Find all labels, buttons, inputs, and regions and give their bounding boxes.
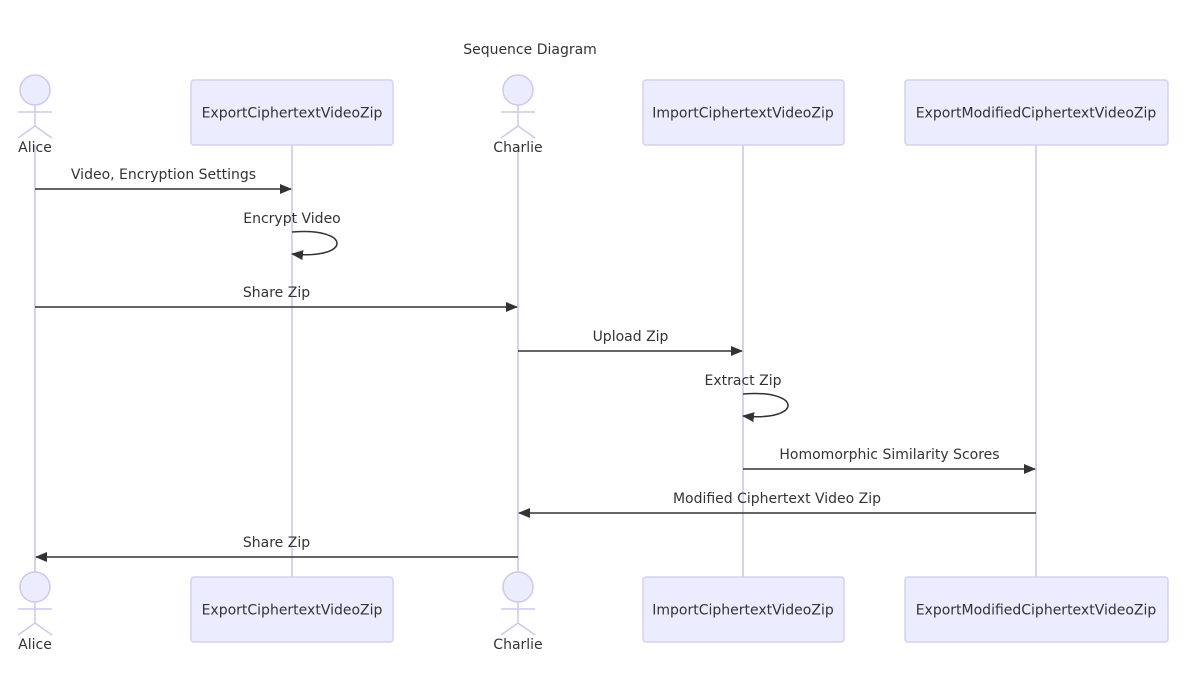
participant-box [642,79,845,146]
message-label: Video, Encryption Settings [71,167,256,183]
actor-alice-top: Alice [17,74,53,156]
message-label: Share Zip [243,535,310,551]
participant-exportmod-bottom: ExportModifiedCiphertextVideoZip [904,576,1169,643]
participant-box [190,79,394,146]
actor-label: Charlie [493,140,542,156]
participant-import-bottom: ImportCiphertextVideoZip [642,576,845,643]
participant-label: ImportCiphertextVideoZip [652,603,834,619]
actor-alice-bottom: Alice [17,571,53,653]
actor-head-icon [19,74,51,106]
participant-label: ExportModifiedCiphertextVideoZip [916,106,1157,122]
lifelines [34,145,1037,577]
participant-export-top: ExportCiphertextVideoZip [190,79,394,146]
actor-left-leg [500,622,519,636]
actor-right-leg [517,622,536,636]
message-label: Upload Zip [593,329,669,345]
participant-label: ImportCiphertextVideoZip [652,106,834,122]
message-2: Share Zip [35,285,518,312]
self-message-arrow [742,392,789,423]
actor-right-leg [34,125,53,139]
actor-head-icon [502,571,534,603]
actor-charlie-bottom: Charlie [493,571,543,653]
message-label: Extract Zip [705,373,782,389]
participant-import-top: ImportCiphertextVideoZip [642,79,845,146]
actor-right-leg [34,622,53,636]
actor-label: Charlie [493,637,542,653]
participant-box [904,576,1169,643]
actor-right-leg [517,125,536,139]
self-message-arrow [291,230,338,261]
message-3: Upload Zip [518,329,743,356]
message-label: Homomorphic Similarity Scores [779,447,999,463]
message-7: Share Zip [35,535,518,562]
participant-box [190,576,394,643]
participant-label: ExportCiphertextVideoZip [202,106,383,122]
actor-left-leg [500,125,519,139]
participant-box [904,79,1169,146]
message-5: Homomorphic Similarity Scores [743,447,1036,474]
participant-label: ExportModifiedCiphertextVideoZip [916,603,1157,619]
actor-label: Alice [18,637,52,653]
actor-left-leg [17,125,36,139]
actor-left-leg [17,622,36,636]
participant-export-bottom: ExportCiphertextVideoZip [190,576,394,643]
message-1: Encrypt Video [243,211,341,261]
message-6: Modified Ciphertext Video Zip [518,491,1036,518]
diagram-title: Sequence Diagram [463,42,597,58]
message-0: Video, Encryption Settings [35,167,292,194]
actor-head-icon [502,74,534,106]
actor-head-icon [19,571,51,603]
actor-charlie-top: Charlie [493,74,543,156]
participant-box [642,576,845,643]
message-label: Encrypt Video [243,211,341,227]
message-label: Modified Ciphertext Video Zip [673,491,881,507]
participant-exportmod-top: ExportModifiedCiphertextVideoZip [904,79,1169,146]
actor-label: Alice [18,140,52,156]
message-label: Share Zip [243,285,310,301]
message-4: Extract Zip [705,373,789,423]
participant-label: ExportCiphertextVideoZip [202,603,383,619]
